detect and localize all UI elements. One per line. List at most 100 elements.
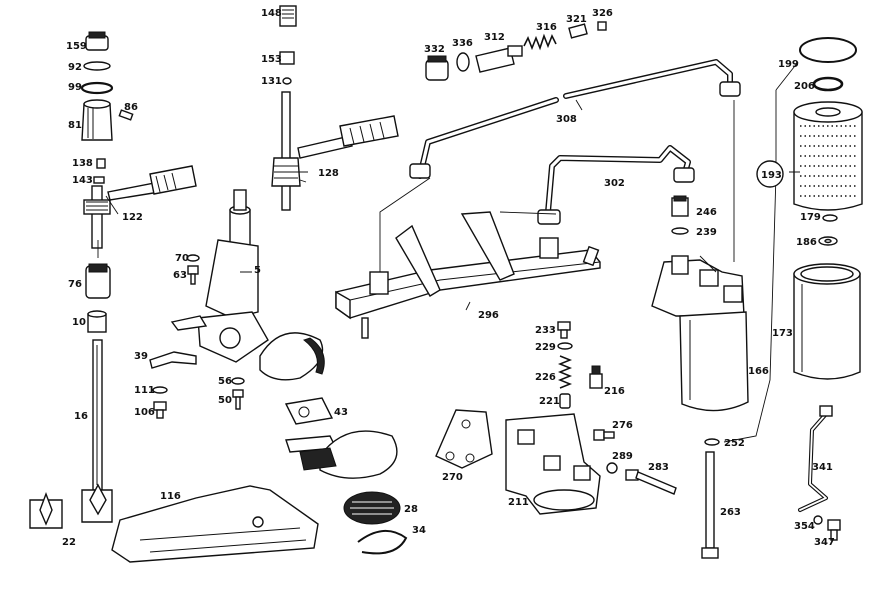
label-336: 336: [452, 38, 473, 49]
part-332-plug: [425, 55, 449, 81]
label-332: 332: [424, 44, 445, 55]
label-239: 239: [696, 227, 717, 238]
label-166: 166: [748, 366, 769, 377]
label-316: 316: [536, 22, 557, 33]
part-number-labels: 159 92 99 86 81 138 143 122 76 10 16 22 …: [62, 8, 835, 548]
label-312: 312: [484, 32, 505, 43]
label-106: 106: [134, 407, 155, 418]
label-86: 86: [124, 102, 138, 113]
part-226-spring: [557, 355, 573, 389]
part-239-seal: [671, 227, 689, 235]
leader-lines: [97, 61, 800, 443]
label-5: 5: [254, 265, 261, 276]
part-filter-housing: [651, 255, 749, 412]
part-211-filter-head: [505, 413, 601, 515]
part-186-ring: [818, 236, 838, 246]
label-159: 159: [66, 41, 87, 52]
label-28: 28: [404, 504, 418, 515]
part-106-bolt: [153, 401, 167, 419]
label-199: 199: [778, 59, 799, 70]
label-186: 186: [796, 237, 817, 248]
part-70-washer: [186, 254, 200, 262]
part-128-tach-drive: [271, 91, 399, 211]
callout-193-circle: [756, 160, 784, 188]
part-116-oil-pan-shield: [111, 485, 319, 563]
part-216-sensor: [589, 365, 603, 389]
part-56-washer: [231, 377, 245, 385]
part-193-filter-element: [793, 101, 863, 211]
label-308: 308: [556, 114, 577, 125]
part-5-pump-body: [170, 189, 269, 363]
part-233-cap: [557, 321, 571, 339]
label-321: 321: [566, 14, 587, 25]
part-153-nut: [279, 51, 295, 65]
label-111: 111: [134, 385, 155, 396]
part-354-fitting: [813, 515, 823, 525]
label-179: 179: [800, 212, 821, 223]
part-138-screw: [96, 158, 106, 169]
part-173-filter-canister: [793, 263, 861, 380]
label-39: 39: [134, 351, 148, 362]
part-39-bracket: [149, 351, 197, 369]
part-316-spring: [523, 33, 557, 51]
label-252: 252: [724, 438, 745, 449]
part-28-screen: [343, 491, 401, 525]
part-111-washer: [152, 386, 168, 394]
part-283-bolt: [625, 469, 677, 495]
part-221-piston: [559, 393, 571, 409]
part-86-bolt: [118, 109, 134, 121]
label-22: 22: [62, 537, 76, 548]
label-221: 221: [539, 396, 560, 407]
label-10: 10: [72, 317, 86, 328]
part-16-pump-shaft: [92, 339, 103, 491]
label-16: 16: [74, 411, 88, 422]
label-326: 326: [592, 8, 613, 19]
part-347-bolt: [827, 519, 841, 541]
part-159-cap: [85, 31, 109, 51]
part-143-pin: [93, 176, 105, 184]
label-50: 50: [218, 395, 232, 406]
label-173: 173: [772, 328, 793, 339]
part-81-bushing: [81, 99, 113, 141]
label-289: 289: [612, 451, 633, 462]
part-10-sleeve: [87, 310, 107, 333]
part-321-sleeve: [568, 23, 588, 39]
part-206-seal: [812, 76, 844, 92]
part-199-oring: [799, 37, 857, 63]
label-283: 283: [648, 462, 669, 473]
label-270: 270: [442, 472, 463, 483]
part-99-ring: [80, 81, 114, 95]
label-276: 276: [612, 420, 633, 431]
part-131-clip: [282, 77, 292, 85]
label-148: 148: [261, 8, 282, 19]
label-81: 81: [68, 120, 82, 131]
part-92-washer: [83, 61, 111, 71]
label-92: 92: [68, 62, 82, 73]
part-312-valve: [475, 45, 523, 73]
label-43: 43: [334, 407, 348, 418]
label-153: 153: [261, 54, 282, 65]
label-211: 211: [508, 497, 529, 508]
label-76: 76: [68, 279, 82, 290]
label-263: 263: [720, 507, 741, 518]
label-143: 143: [72, 175, 93, 186]
part-122-driveshaft: [83, 165, 197, 249]
part-50-bolt: [232, 389, 244, 410]
label-99: 99: [68, 82, 82, 93]
label-34: 34: [412, 525, 426, 536]
part-276-bolt: [593, 429, 615, 441]
part-pump-cover: [259, 332, 325, 381]
part-strainer: [285, 430, 398, 479]
label-128: 128: [318, 168, 339, 179]
part-229-washer: [557, 342, 573, 350]
part-341-oil-line: [798, 405, 833, 512]
label-138: 138: [72, 158, 93, 169]
part-263-bolt: [701, 451, 719, 559]
label-63: 63: [173, 270, 187, 281]
label-216: 216: [604, 386, 625, 397]
part-76-bearing: [85, 263, 111, 299]
part-148-fitting: [279, 5, 297, 27]
label-341: 341: [812, 462, 833, 473]
label-70: 70: [175, 253, 189, 264]
